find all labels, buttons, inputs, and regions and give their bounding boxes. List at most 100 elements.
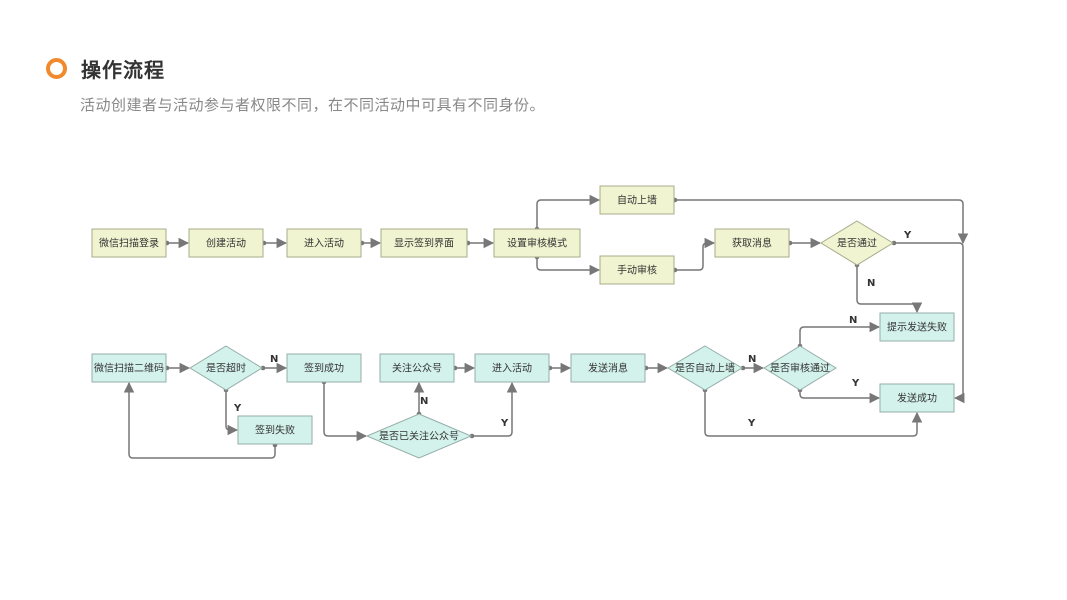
- node-label: 是否审核通过: [770, 362, 830, 375]
- node-label: 进入活动: [304, 238, 344, 250]
- edge-label: Y: [747, 418, 756, 429]
- flow-node-n1: 微信扫描登录: [91, 228, 167, 258]
- decision-diamond: [365, 413, 473, 459]
- flow-edge: [547, 362, 572, 374]
- flow-edge: [672, 237, 716, 273]
- flowchart-nodes: 微信扫描登录创建活动进入活动显示签到界面设置审核模式自动上墙手动审核获取消息是否…: [91, 185, 955, 459]
- decision-diamond: [189, 345, 263, 391]
- page-subtitle: 活动创建者与活动参与者权限不同，在不同活动中可具有不同身份。: [80, 96, 546, 114]
- flow-node-p9: 是否自动上墙: [667, 345, 743, 391]
- flow-edge: [465, 237, 495, 249]
- flow-node-n6: 自动上墙: [599, 185, 675, 215]
- flow-edge: [321, 379, 368, 442]
- edge-label: N: [849, 315, 857, 326]
- process-box: [91, 353, 167, 383]
- process-box: [474, 353, 550, 383]
- node-label: 关注公众号: [392, 362, 442, 375]
- node-label: 发送成功: [897, 392, 937, 405]
- decision-diamond: [820, 220, 894, 266]
- process-box: [286, 353, 362, 383]
- flow-node-p11: 提示发送失败: [879, 312, 955, 342]
- flowchart-edges: [123, 194, 969, 459]
- flow-edge: [469, 381, 518, 439]
- flow-node-p7: 进入活动: [474, 353, 550, 383]
- node-label: 手动审核: [617, 264, 657, 277]
- node-label: 是否通过: [837, 237, 877, 250]
- process-box: [599, 185, 675, 215]
- flow-edge: [164, 237, 190, 249]
- flow-edge: [787, 237, 822, 249]
- flow-node-p6: 关注公众号: [379, 353, 455, 383]
- edge-label: Y: [851, 378, 860, 389]
- flow-node-n5: 设置审核模式: [493, 228, 581, 258]
- node-label: 签到成功: [304, 362, 344, 375]
- node-label: 是否自动上墙: [675, 362, 735, 375]
- process-box: [493, 228, 581, 258]
- flow-edge: [452, 362, 476, 374]
- flow-edge: [854, 262, 923, 314]
- circle-bullet-icon: [46, 58, 67, 79]
- process-box: [599, 255, 675, 285]
- flow-edge: [740, 362, 765, 374]
- edge-start-dot: [891, 240, 897, 246]
- flow-edge: [797, 387, 881, 404]
- process-box: [286, 228, 362, 258]
- edge-label: N: [748, 354, 756, 365]
- process-box: [237, 415, 313, 445]
- process-box: [91, 228, 167, 258]
- flow-node-n4: 显示签到界面: [380, 228, 468, 258]
- node-label: 设置审核模式: [507, 237, 567, 250]
- edge-start-dot: [740, 365, 746, 371]
- flow-edge: [260, 362, 288, 374]
- flow-node-p3: 签到成功: [286, 353, 362, 383]
- node-label: 是否已关注公众号: [379, 430, 459, 443]
- flow-node-p12: 发送成功: [879, 383, 955, 413]
- edge-label: N: [420, 396, 428, 407]
- node-label: 微信扫描二维码: [94, 362, 164, 375]
- flow-node-p10: 是否审核通过: [763, 345, 837, 391]
- decision-diamond: [763, 345, 837, 391]
- edge-label: N: [867, 278, 875, 289]
- node-label: 进入活动: [492, 363, 532, 375]
- edge-start-dot: [260, 365, 266, 371]
- flow-node-p5: 是否已关注公众号: [365, 413, 473, 459]
- flow-node-n7: 手动审核: [599, 255, 675, 285]
- flow-node-p2: 是否超时: [189, 345, 263, 391]
- process-box: [879, 312, 955, 342]
- section-header: 操作流程: [46, 54, 165, 83]
- process-box: [379, 353, 455, 383]
- node-label: 提示发送失败: [887, 321, 947, 334]
- flow-edge: [359, 237, 382, 249]
- process-box: [879, 383, 955, 413]
- flow-edge: [643, 362, 669, 374]
- node-label: 是否超时: [206, 362, 246, 375]
- edge-label: N: [270, 354, 278, 365]
- process-box: [570, 353, 646, 383]
- page-title: 操作流程: [81, 58, 165, 82]
- node-label: 签到失败: [255, 424, 295, 437]
- process-box: [380, 228, 468, 258]
- flow-edge: [164, 362, 191, 374]
- flowchart-edge-labels: Y N N Y N Y N Y N Y: [233, 230, 912, 429]
- flow-node-p4: 签到失败: [237, 415, 313, 445]
- flow-node-n3: 进入活动: [286, 228, 362, 258]
- edge-label: Y: [233, 403, 242, 414]
- node-label: 获取消息: [732, 237, 772, 250]
- flow-edge: [797, 321, 881, 349]
- flow-node-p8: 发送消息: [570, 353, 646, 383]
- flow-node-n2: 创建活动: [188, 228, 264, 258]
- flow-node-p1: 微信扫描二维码: [91, 353, 167, 383]
- edge-label: Y: [903, 230, 912, 241]
- process-box: [188, 228, 264, 258]
- flow-edge: [261, 237, 288, 249]
- node-label: 微信扫描登录: [99, 237, 159, 250]
- flow-node-n9: 是否通过: [820, 220, 894, 266]
- process-box: [714, 228, 790, 258]
- decision-diamond: [667, 345, 743, 391]
- flow-edge: [534, 194, 601, 232]
- node-label: 自动上墙: [617, 194, 657, 207]
- node-label: 发送消息: [588, 362, 628, 375]
- edge-label: Y: [500, 418, 509, 429]
- flow-node-n8: 获取消息: [714, 228, 790, 258]
